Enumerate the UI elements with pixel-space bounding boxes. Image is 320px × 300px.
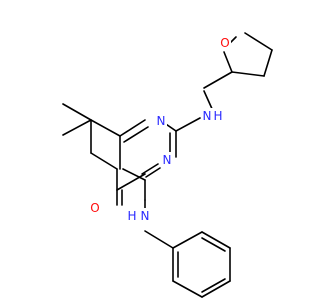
ring-nitrogen-1: N [157,114,166,128]
ring-nitrogen-3: N [163,153,172,167]
methyl-bond [62,119,92,136]
carbonyl-oxygen: O [90,201,99,215]
gem-dimethyl [62,103,92,136]
label-halo [89,200,101,215]
amine-nitrogen-top: N [203,109,212,123]
tetrahydrofuran-ring [223,32,273,77]
carbonyl [116,189,123,206]
atom-labels: N N N H N H O O [89,35,231,223]
bond [123,126,149,143]
bond [201,280,231,298]
label-halo [135,208,149,223]
molecule-diagram: N N N H N H O O [0,0,300,300]
bond [145,167,161,178]
pyrimidine-ring [119,119,177,201]
label-halo [202,108,216,123]
methyl-bond [62,103,92,121]
label-halo [219,35,231,50]
bond [244,32,273,51]
label-halo [155,113,167,128]
bond [175,117,201,132]
background [0,0,300,300]
bond [141,163,159,175]
bond [90,119,121,137]
structure-drawing: N N N H N H O O [0,0,300,300]
bond [203,90,214,112]
bond [231,71,265,77]
phenyl-ring [172,231,231,298]
bond [116,173,146,191]
bond [201,278,226,293]
bond [122,168,146,181]
label-halo [124,208,136,223]
bond [144,230,174,249]
amine-hydrogen-top: H [213,109,222,123]
bond [172,280,203,298]
amine-nitrogen-bottom: N [141,209,150,223]
amine-hydrogen-bottom: H [127,209,136,223]
bond [203,71,233,89]
bond [263,49,273,77]
label-halo [213,108,223,123]
bond [201,231,231,249]
cyclohexenone-ring [90,119,146,191]
label-halo [161,152,173,167]
bond [90,152,118,170]
ether-oxygen: O [220,36,229,50]
bond [172,231,203,249]
aminomethyl-linker [175,71,233,132]
bond [201,237,226,252]
bond [119,119,146,137]
bond [223,51,233,73]
